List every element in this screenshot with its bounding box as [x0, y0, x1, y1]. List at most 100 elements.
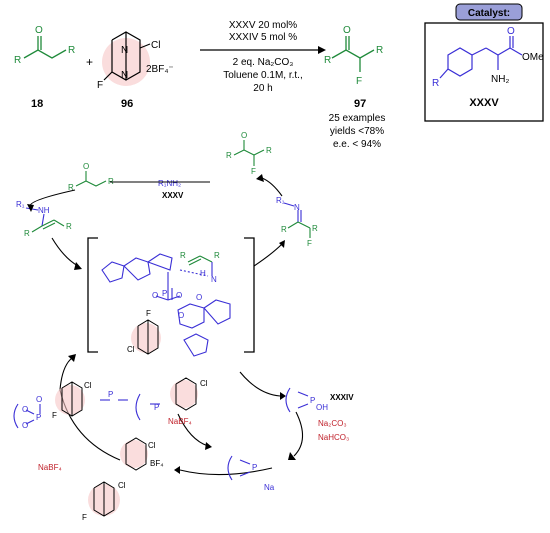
complex-h: H	[200, 269, 206, 278]
complex-o4: O	[178, 311, 184, 320]
bis-p2: P	[154, 403, 159, 412]
condition-catalyst: XXXIV 5 mol %	[229, 32, 297, 43]
reaction-arrow	[200, 46, 326, 54]
acid-oh: OH	[316, 403, 328, 412]
complex-brackets	[87, 237, 255, 353]
cycle-ketone	[75, 171, 107, 187]
nabf4-2: NaBF₄	[38, 463, 62, 472]
reagent-n-top: N	[121, 45, 128, 56]
substrate-number: 18	[31, 98, 43, 110]
complex-f: F	[146, 309, 151, 318]
arrow-head-1	[256, 174, 264, 182]
sodium-phosphate	[227, 455, 251, 481]
arrow-head-7	[174, 466, 180, 474]
pa-o1: O	[22, 405, 28, 414]
catalyst-ome: OMe	[522, 52, 544, 63]
catalyst-title: Catalyst:	[468, 8, 510, 19]
product-fluoroketone	[331, 36, 375, 72]
chiral-phosphate-complex	[101, 253, 231, 357]
selectfluor-second	[170, 377, 198, 411]
catalyst-box	[424, 22, 544, 122]
arrow-head-6	[288, 452, 296, 460]
substrate-r-right: R	[68, 45, 75, 56]
result-examples: 25 examples	[329, 113, 386, 124]
pa-o3: O	[36, 395, 42, 404]
selectfluor-reagent	[102, 31, 151, 86]
cycle-amine: R₁NH₂	[158, 179, 181, 188]
condition-base: 2 eq. Na₂CO₃	[233, 57, 294, 68]
nabf4-1: NaBF₄	[168, 417, 192, 426]
cycle-imine	[283, 202, 311, 238]
complex-r1: R	[180, 251, 186, 260]
bottom-cl: Cl	[118, 481, 126, 490]
complex-o2: O	[176, 291, 182, 300]
selectfluor-bottom	[88, 481, 120, 517]
na2co3-label: Na₂CO₃	[318, 419, 347, 428]
imine-r1: R₁	[276, 196, 285, 205]
enamine-r-right: R	[66, 222, 72, 231]
cycle-amine-name: XXXV	[162, 191, 184, 200]
enamine-nh: NH	[38, 206, 50, 215]
substrate-r-left: R	[14, 55, 21, 66]
ion-pair-f: F	[52, 411, 57, 420]
bf4-label: BF₄	[150, 459, 164, 468]
complex-cl: Cl	[127, 345, 135, 354]
arrow-head-4	[279, 240, 285, 248]
complex-r2: R	[214, 251, 220, 260]
catalyst-title-badge	[455, 3, 523, 21]
arrow-head-2	[27, 204, 34, 212]
condition-solvent: Toluene 0.1M, r.t.,	[223, 70, 303, 81]
catalyst-name: XXXV	[469, 97, 499, 109]
catalyst-r: R	[432, 78, 439, 89]
complex-n: N	[211, 275, 217, 284]
plus-sign: +	[86, 55, 93, 69]
arrow-head-3	[74, 262, 82, 270]
result-ee: e.e. < 94%	[333, 139, 381, 150]
bis-phosphate	[100, 393, 160, 421]
naphos-na: Na	[264, 483, 275, 492]
condition-amine: XXXV 20 mol%	[229, 20, 297, 31]
acid-p: P	[310, 396, 315, 405]
catalyst-structure	[439, 36, 523, 79]
ion-pair-selectfluor	[55, 381, 85, 417]
reagent-n-bottom: N	[121, 70, 128, 81]
imine-f: F	[307, 239, 312, 248]
pa-o2: O	[22, 421, 28, 430]
complex-o1: O	[152, 291, 158, 300]
product-oxygen: O	[343, 25, 351, 36]
product-number: 97	[354, 98, 366, 110]
cycle-product	[233, 140, 265, 166]
product-fluorine: F	[356, 76, 362, 87]
nahco3-label: NaHCO₃	[318, 433, 349, 442]
catalyst-oxygen: O	[507, 26, 515, 37]
acid-name: XXXIV	[330, 393, 354, 402]
product-r-right: R	[376, 45, 383, 56]
imine-r-right: R	[312, 224, 318, 233]
ion-pair-cl: Cl	[84, 381, 92, 390]
substrate-ketone	[23, 36, 67, 59]
bis-p1: P	[108, 390, 113, 399]
phosphoric-acid	[285, 387, 309, 413]
imine-n: N	[294, 203, 300, 212]
arrow-head-9	[205, 442, 212, 450]
cycle-product-r1: R	[226, 151, 232, 160]
imine-r-left: R	[281, 225, 287, 234]
cycle-product-o: O	[241, 131, 247, 140]
reagent-f: F	[97, 80, 103, 91]
complex-p: P	[162, 289, 167, 298]
phosphate-anion-left	[13, 403, 41, 429]
arrow-head-8	[68, 354, 76, 362]
enamine-r-left: R	[24, 229, 30, 238]
naphos-p: P	[252, 463, 257, 472]
result-yields: yields <78%	[330, 126, 384, 137]
second-cl: Cl	[200, 379, 208, 388]
pa-p: P	[36, 413, 41, 422]
complex-enamine	[179, 255, 213, 277]
arrow-head-5	[280, 392, 286, 400]
bf4-cl: Cl	[148, 441, 156, 450]
bottom-f: F	[82, 513, 87, 522]
cycle-product-r2: R	[266, 146, 272, 155]
complex-selectfluor	[131, 319, 161, 355]
cycle-ketone-o: O	[83, 162, 89, 171]
